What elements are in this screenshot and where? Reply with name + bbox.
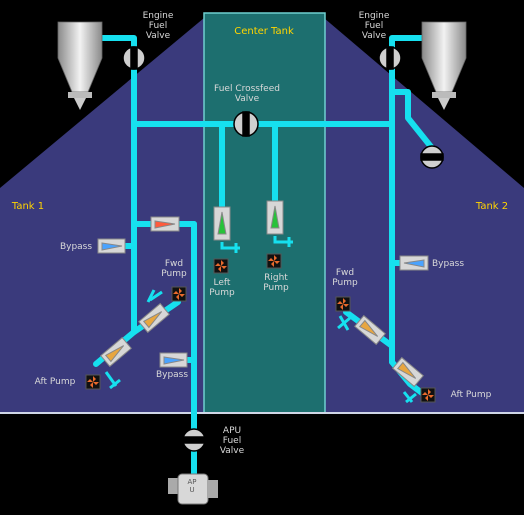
right-branch-valve-icon[interactable] <box>420 145 444 169</box>
bypass-right-label: Bypass <box>431 259 465 269</box>
bypass-left-upper-label: Bypass <box>59 242 93 252</box>
aft-pump-right-fan-icon[interactable] <box>420 387 436 403</box>
apu-icon <box>168 473 218 505</box>
aft-pump-left-fan-icon[interactable] <box>85 374 101 390</box>
left-engine-icon <box>57 21 103 110</box>
fwd-pump-left-fan-icon[interactable] <box>171 286 187 302</box>
left-pump-fan-icon[interactable] <box>213 258 229 274</box>
right-engine-icon <box>421 21 467 110</box>
fwd-pump-right-fan-icon[interactable] <box>335 296 351 312</box>
left-engine-valve-icon[interactable] <box>122 46 146 70</box>
apu-valve-icon[interactable] <box>182 428 206 452</box>
right-pump-fan-icon[interactable] <box>266 253 282 269</box>
tank2-label: Tank 2 <box>475 201 509 212</box>
apu-label: APU <box>187 478 197 494</box>
fuel-lines <box>93 35 435 477</box>
bypass-left-lower-label: Bypass <box>155 370 189 380</box>
aft-pump-right-check-icon <box>392 356 424 388</box>
tank2-area <box>324 18 524 413</box>
aft-pump-right-label: Aft Pump <box>450 390 492 400</box>
tank1-label: Tank 1 <box>11 201 45 212</box>
fwd-pump-left-check-icon <box>138 302 170 334</box>
right-engine-valve-icon[interactable] <box>378 46 402 70</box>
crossfeed-valve-icon[interactable] <box>233 111 259 137</box>
aft-pump-left-label: Aft Pump <box>34 377 76 387</box>
aft-pump-left-check-icon <box>100 336 132 368</box>
fwd-pump-right-check-icon <box>354 314 386 346</box>
center-tank-title: Center Tank <box>234 26 294 37</box>
